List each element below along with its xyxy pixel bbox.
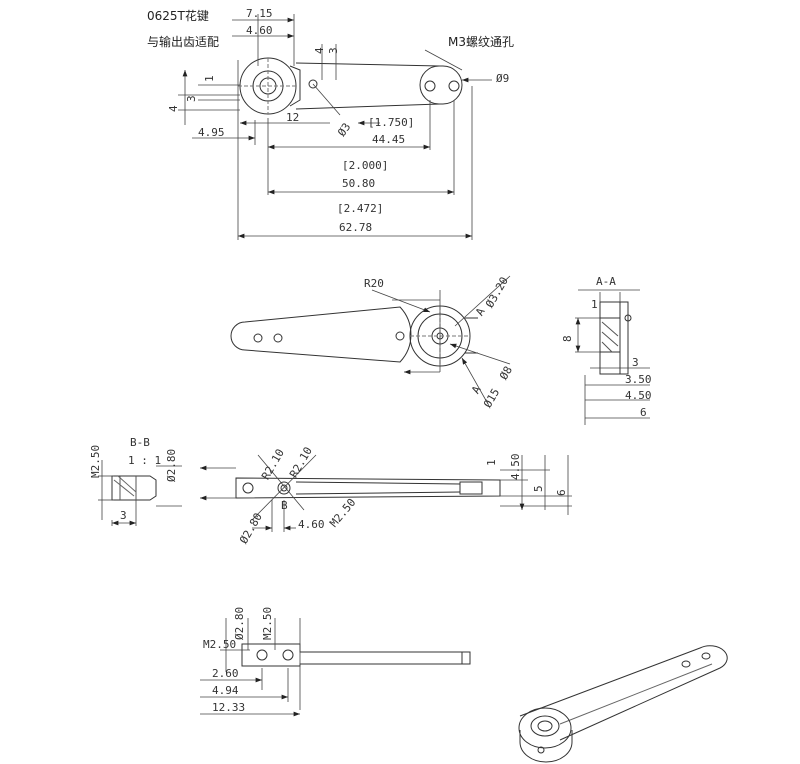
side-view-part (235, 477, 501, 499)
dim-bottom-12-33: 12.33 (212, 701, 246, 714)
section-bb-dimensions (98, 460, 182, 526)
dim-62-78: 62.78 (339, 221, 373, 234)
dim-inch-1750: [1.750] (368, 116, 415, 129)
dim-phi9: Ø9 (496, 72, 510, 85)
front-view-part (230, 305, 478, 367)
dim-bottom-m2-50-v: M2.50 (261, 606, 274, 640)
dim-4-top: 4 (313, 47, 326, 54)
dim-aa-4-50: 4.50 (625, 389, 652, 402)
dim-r20: R20 (364, 277, 384, 290)
dim-side-4-60: 4.60 (298, 518, 325, 531)
fit-note: 与输出齿适配 (147, 35, 220, 49)
dim-inch-2472: [2.472] (337, 202, 384, 215)
dim-bottom-phi-2-80: Ø2.80 (233, 606, 246, 640)
section-bb-title: B-B (130, 436, 150, 449)
bottom-view-part (241, 643, 471, 667)
dim-4-60-top: 4.60 (246, 24, 273, 37)
side-view-dimensions (200, 454, 572, 532)
dim-bottom-2-60: 2.60 (212, 667, 239, 680)
dim-side-6: 6 (555, 489, 568, 496)
dim-4-left: 4 (167, 105, 180, 112)
dim-44-45: 44.45 (372, 133, 406, 146)
dim-7-15: 7.15 (246, 7, 273, 20)
dim-aa-3: 3 (632, 356, 639, 369)
section-aa-dimensions (575, 289, 650, 425)
top-view-part (238, 57, 463, 115)
front-view-dimensions (371, 275, 511, 405)
section-bb-part (111, 475, 157, 501)
dim-12: 12 (286, 111, 300, 124)
dim-bottom-m2-50-h: M2.50 (203, 638, 237, 651)
dim-aa-8: 8 (561, 335, 574, 342)
dim-4-95: 4.95 (198, 126, 225, 139)
dim-1-top: 1 (203, 75, 216, 82)
dim-bb-m2-50: M2.50 (89, 444, 102, 478)
isometric-view-part (518, 645, 728, 763)
dim-aa-1: 1 (591, 298, 598, 311)
section-aa-part (599, 301, 632, 375)
section-aa-title: A-A (596, 275, 616, 288)
dim-side-1: 1 (485, 459, 498, 466)
thread-note: M3螺纹通孔 (448, 35, 514, 49)
dim-bb-phi-2-80: Ø2.80 (165, 448, 178, 482)
spline-note: 0625T花键 (147, 9, 209, 23)
dim-aa-3-50: 3.50 (625, 373, 652, 386)
dim-50-80: 50.80 (342, 177, 376, 190)
dim-side-4-50: 4.50 (509, 453, 522, 481)
bottom-view-dimensions (200, 618, 301, 717)
dim-inch-2000: [2.000] (342, 159, 389, 172)
top-view-dimensions (178, 14, 492, 240)
dim-3-top: 3 (327, 47, 340, 54)
dim-bottom-4-94: 4.94 (212, 684, 239, 697)
section-b-marker: B (281, 499, 288, 512)
dim-aa-6: 6 (640, 406, 647, 419)
dim-side-5: 5 (532, 485, 545, 492)
section-bb-scale: 1 : 1 (128, 454, 162, 467)
dim-3-left: 3 (185, 95, 198, 102)
dim-bb-3: 3 (120, 509, 127, 522)
